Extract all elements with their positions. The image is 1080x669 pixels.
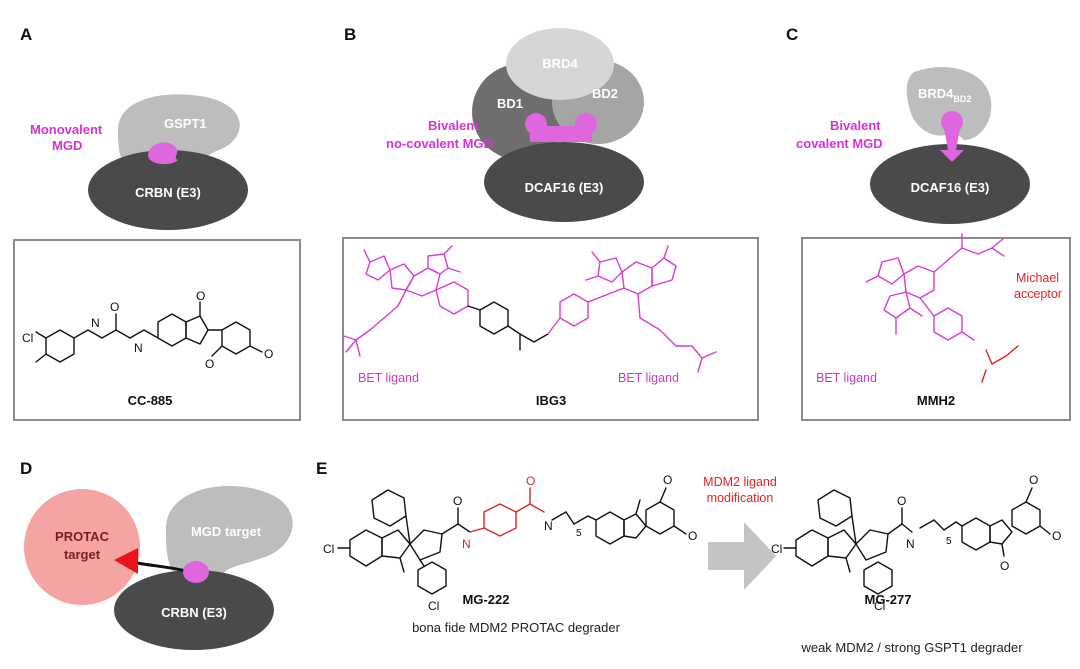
ligand-right-b: BET ligand	[618, 371, 679, 385]
atom-o-a4: O	[264, 347, 273, 361]
protac-target-line1: PROTAC	[55, 529, 110, 544]
panel-d: D PROTAC target MGD target CRBN (E3)	[20, 459, 293, 650]
protac-target-line2: target	[64, 547, 101, 562]
brd4-shape	[506, 28, 614, 100]
compound-cc885: CC-885	[128, 393, 173, 408]
crbn-ellipse	[88, 150, 248, 230]
crbn-ellipse-d	[114, 570, 274, 650]
atom-cl-e1: Cl	[323, 542, 334, 556]
linker-sub-e1: 5	[576, 528, 582, 539]
panel-c: C BRD4BD2 DCAF16 (E3) Bivalent covalent …	[786, 25, 1071, 421]
atom-n-a2: N	[134, 341, 143, 355]
atom-cl-e2: Cl	[428, 599, 439, 613]
acceptor-line1: Michael	[1016, 271, 1059, 285]
linker-sub-e2: 5	[946, 536, 952, 547]
structure-mmh2	[865, 233, 1019, 383]
atom-n-e6: N	[906, 537, 915, 551]
class-c-line1: Bivalent	[830, 118, 881, 133]
dcaf16-label-b: DCAF16 (E3)	[525, 180, 604, 195]
atom-o-e7: O	[1029, 473, 1038, 487]
panel-b: B BRD4 BD1 BD2 DCAF16 (E3) Bivalent no-c…	[342, 25, 759, 421]
arrow-label-line1: MDM2 ligand	[703, 475, 777, 489]
brd4bd2-blob	[906, 66, 992, 140]
atom-cl-a: Cl	[22, 331, 33, 345]
glue-mark-a	[148, 142, 178, 165]
transition-arrow	[708, 522, 776, 590]
structure-mg222	[337, 487, 687, 595]
compound-mmh2: MMH2	[917, 393, 955, 408]
class-b-line2: no-covalent MGD	[386, 136, 493, 151]
atom-o-e1: O	[453, 494, 462, 508]
class-b-line1: Bivalent	[428, 118, 479, 133]
mgd-target-label: MGD target	[191, 524, 262, 539]
atom-o-e5: O	[897, 494, 906, 508]
bd1-label: BD1	[497, 96, 523, 111]
atom-n-e2: N	[544, 519, 553, 533]
atom-o-a2: O	[196, 289, 205, 303]
class-c-line2: covalent MGD	[796, 136, 883, 151]
protac-target-circle	[24, 489, 140, 605]
panel-letter-b: B	[344, 25, 356, 44]
protac-arrowhead	[114, 548, 138, 574]
compound-mg222: MG-222	[463, 592, 510, 607]
glue-mark-c	[940, 111, 964, 162]
structure-box-c	[801, 237, 1071, 421]
ligand-c: BET ligand	[816, 371, 877, 385]
crbn-label-d: CRBN (E3)	[161, 605, 227, 620]
panel-e: E	[316, 459, 1061, 655]
class-a-line1: Monovalent	[30, 122, 103, 137]
panel-letter-c: C	[786, 25, 798, 44]
atom-o-a3: O	[205, 357, 214, 371]
caption-mg222: bona fide MDM2 PROTAC degrader	[412, 620, 621, 635]
dcaf16-label-c: DCAF16 (E3)	[911, 180, 990, 195]
panel-letter-e: E	[316, 459, 327, 478]
atom-cl-e3: Cl	[771, 542, 782, 556]
atom-nh-e1: N	[462, 537, 471, 551]
glue-mark-d	[183, 561, 209, 583]
atom-o-e8: O	[1052, 529, 1061, 543]
atom-o-e9: O	[1000, 559, 1009, 573]
bd2-label: BD2	[592, 86, 618, 101]
caption-mg277: weak MDM2 / strong GSPT1 degrader	[800, 640, 1023, 655]
atom-o-e2: O	[526, 474, 535, 488]
compound-mg277: MG-277	[865, 592, 912, 607]
atom-n-a1: N	[91, 316, 100, 330]
compound-ibg3: IBG3	[536, 393, 566, 408]
gspt1-blob	[118, 94, 240, 170]
arrow-label-line2: modification	[707, 491, 774, 505]
atom-o-e3: O	[663, 473, 672, 487]
crbn-label: CRBN (E3)	[135, 185, 201, 200]
structure-ibg3	[343, 245, 717, 373]
class-a-line2: MGD	[52, 138, 82, 153]
panel-a: A GSPT1 CRBN (E3) Monovalent MGD	[13, 25, 301, 421]
glue-mark-b	[525, 113, 597, 142]
brd4bd2-label: BRD4BD2	[918, 86, 971, 104]
structure-box-a	[13, 239, 301, 421]
dcaf16-ellipse-c	[870, 144, 1030, 224]
atom-cl-e4: Cl	[874, 599, 885, 613]
acceptor-line2: acceptor	[1014, 287, 1062, 301]
structure-mg277	[783, 487, 1051, 595]
panel-letter-a: A	[20, 25, 32, 44]
mgd-target-blob	[166, 485, 293, 578]
panel-letter-d: D	[20, 459, 32, 478]
gspt1-label: GSPT1	[164, 116, 207, 131]
atom-o-e4: O	[688, 529, 697, 543]
structure-cc885	[35, 301, 263, 363]
brd4-label: BRD4	[542, 56, 578, 71]
dcaf16-ellipse-b	[484, 142, 644, 222]
structure-box-b	[342, 237, 759, 421]
atom-o-a1: O	[110, 300, 119, 314]
ligand-left-b: BET ligand	[358, 371, 419, 385]
